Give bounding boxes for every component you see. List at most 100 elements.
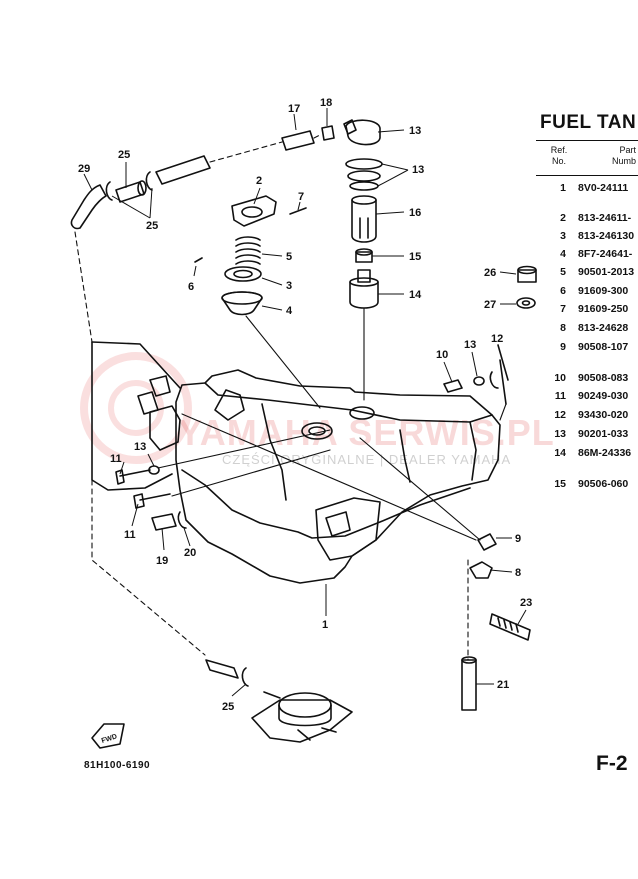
callout-11-upper: 11: [110, 453, 122, 465]
callout-3: 3: [286, 280, 292, 292]
leader-bolt-9: [359, 437, 481, 541]
fuel-tank-rib: [261, 403, 287, 501]
ring-15c: [349, 181, 379, 191]
leader-bolt-lower: [171, 449, 331, 497]
gauge-unit-18-slot: [359, 217, 369, 239]
fuel-tank-seam: [181, 469, 471, 539]
callout-line-6: [193, 265, 197, 277]
callout-line-25c: [231, 683, 247, 697]
callout-line-4: [261, 305, 283, 311]
callout-24: 23: [520, 597, 532, 609]
callout-8: 8: [515, 567, 521, 579]
leader-hose-19-20: [313, 133, 323, 139]
washer-27: [516, 297, 536, 309]
bolt-11a: [119, 469, 151, 477]
diagram-code: 81H100-6190: [84, 760, 151, 771]
fuel-tank-rib-2: [399, 429, 411, 483]
grommet-26-top: [517, 265, 537, 275]
gauge-unit-18: [351, 199, 377, 243]
pump-base: [251, 699, 353, 743]
callout-1: 1: [322, 619, 328, 631]
callout-25-top: 25: [146, 220, 158, 232]
fuel-tank-front-lip: [214, 389, 245, 421]
pin-7: [289, 207, 307, 215]
tank-left-fitting: [149, 405, 181, 451]
clamp-25a: [105, 181, 113, 201]
pump-nipple-right: [297, 729, 311, 741]
screw-9: [477, 533, 497, 551]
leader-left-hose: [74, 231, 93, 343]
callout-line-21: [161, 527, 165, 551]
gauge-unit-18-top: [351, 195, 377, 205]
leader-fitting-right: [181, 413, 477, 541]
float-16-stem: [357, 269, 371, 283]
pump-body: [278, 692, 332, 718]
gauge-opening: [349, 406, 375, 420]
bolt-24-thread: [497, 617, 519, 633]
hose-23-top: [461, 656, 477, 664]
forward-arrow: [91, 723, 125, 749]
cap-14: [345, 119, 381, 146]
fuel-tank-outer-profile: [91, 341, 181, 389]
callout-22: 20: [184, 547, 196, 559]
callout-line-15a: [381, 163, 409, 171]
spring-12: [499, 359, 507, 405]
pump-nipple-left: [263, 691, 281, 699]
pump-body-side: [278, 704, 332, 727]
hose-19: [281, 130, 315, 151]
ring-15b: [347, 170, 381, 182]
joint-28-end: [137, 180, 147, 196]
callout-line-22: [183, 527, 191, 547]
breather-hose: [155, 155, 211, 185]
callout-20: 18: [320, 97, 332, 109]
fuel-tank-recess-detail: [325, 511, 351, 537]
clamp-25-lower: [241, 667, 249, 687]
callout-28: 25: [118, 149, 130, 161]
callout-29: 29: [78, 163, 90, 175]
bolt-11a-head: [115, 469, 125, 485]
clamp-20: [321, 125, 335, 141]
parts-table-header: Ref. No. Part Numb: [536, 140, 638, 176]
callout-line-7: [297, 201, 301, 211]
hose-29: [70, 184, 107, 230]
column-header-part-label: Part Numb: [612, 145, 637, 166]
leader-bolt-upper: [157, 429, 331, 469]
callout-19: 17: [288, 103, 300, 115]
bolt-10: [443, 379, 463, 393]
fuel-cock-2: [231, 195, 277, 227]
washer-3-inner: [233, 269, 253, 279]
pump-nipple-right-2: [321, 727, 337, 733]
callout-18: 16: [409, 207, 421, 219]
callout-23: 21: [497, 679, 509, 691]
callout-line-13l: [147, 453, 155, 467]
washer-27-inner: [521, 300, 531, 306]
grommet-17-top: [355, 248, 373, 256]
callout-15: 13: [412, 164, 424, 176]
callout-10: 10: [436, 349, 448, 361]
callout-line-15b: [377, 169, 409, 187]
callout-13-right: 13: [464, 339, 476, 351]
tank-left-fitting-3: [149, 375, 171, 397]
callout-line-26: [499, 271, 517, 275]
callout-11-lower: 11: [124, 529, 136, 541]
washer-3: [224, 266, 262, 282]
callout-line-24: [517, 609, 527, 625]
fuel-tank-rear-edge: [469, 421, 477, 481]
callout-line-11a: [119, 461, 125, 475]
callout-line-29: [83, 173, 93, 191]
leader-vent-lower: [91, 479, 206, 656]
column-header-ref-label: Ref. No.: [550, 145, 568, 166]
bolt-11b: [139, 493, 171, 501]
tank-left-fitting-2: [137, 391, 159, 415]
column-header-ref: Ref. No.: [544, 145, 574, 167]
callout-line-19: [293, 113, 297, 131]
leader-hose-top: [209, 141, 283, 163]
callout-13-left: 13: [134, 441, 146, 453]
section-title: FUEL TAN: [540, 112, 637, 133]
hose-23: [461, 659, 477, 711]
spring-12-leader: [497, 344, 509, 381]
float-16-top: [349, 277, 379, 287]
callout-2: 2: [256, 175, 262, 187]
grommet-26: [517, 269, 537, 283]
grommet-17: [355, 251, 373, 263]
